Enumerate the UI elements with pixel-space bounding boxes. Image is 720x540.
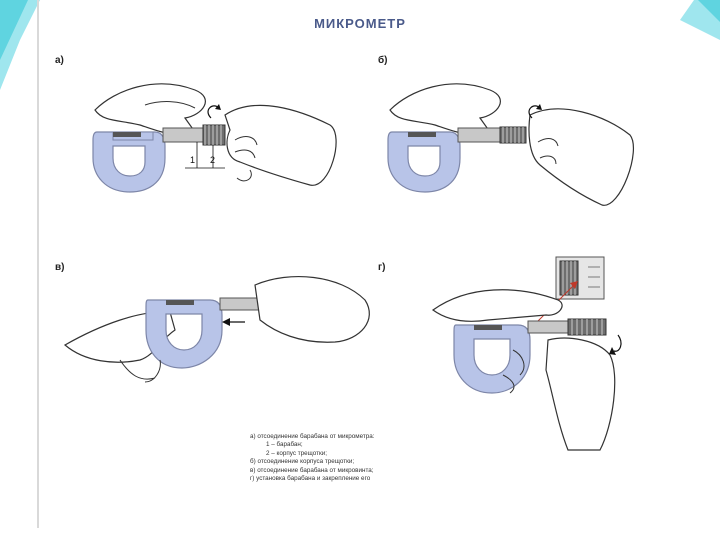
caption-line: 2 – корпус трещотки;	[250, 450, 450, 458]
left-border-line	[37, 0, 39, 528]
caption-line: 1 – барабан;	[250, 441, 450, 449]
panel-label-a: а)	[55, 55, 64, 66]
figure-caption: а) отсоединение барабана от микрометра: …	[250, 433, 450, 483]
panel-label-b: б)	[378, 55, 388, 66]
corner-decoration-left	[0, 0, 40, 90]
caption-line: г) установка барабана и закрепление его	[250, 475, 450, 483]
caption-line: в) отсоединение барабана от микровинта;	[250, 467, 450, 475]
caption-line: б) отсоединение корпуса трещотки;	[250, 458, 450, 466]
figure-a-micrometer	[85, 70, 350, 220]
figure-v-micrometer	[60, 270, 380, 390]
slide-title: МИКРОМЕТР	[0, 16, 720, 31]
figure-b-micrometer	[380, 70, 640, 220]
callout-1: 1	[190, 155, 195, 165]
callout-2: 2	[210, 155, 215, 165]
figure-g-micrometer	[428, 255, 638, 455]
